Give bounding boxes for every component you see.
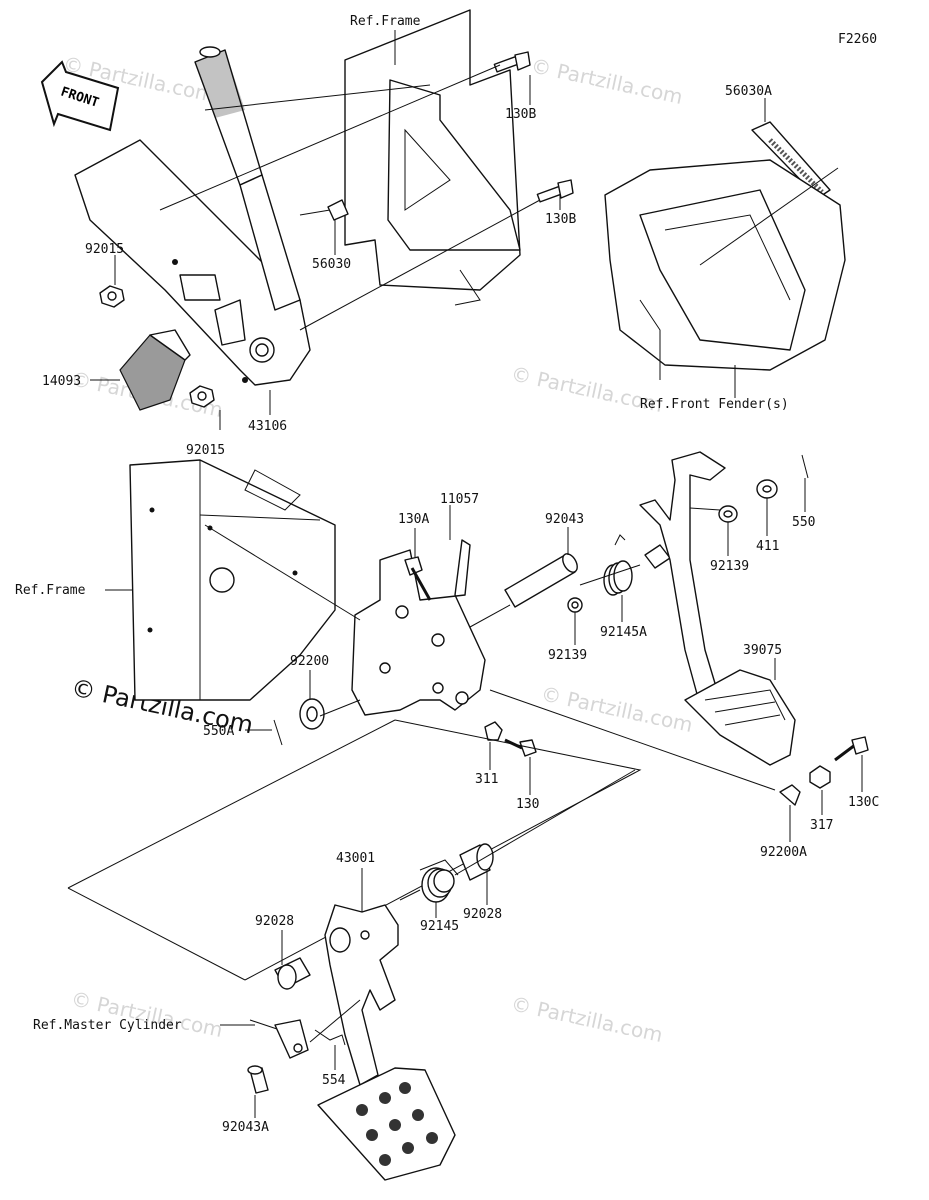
label-554[interactable]: 554 [322, 1073, 346, 1088]
frame-top-drawing [344, 9, 521, 306]
part-labels: Ref.Frame 130B 130B 56030A 56030 92015 1… [15, 14, 879, 1135]
leader-lines-top [90, 64, 839, 430]
spring-92145A-drawing [603, 534, 633, 596]
frame-left-drawing [129, 459, 336, 701]
label-39075[interactable]: 39075 [743, 643, 782, 658]
bolt-130C-drawing [834, 736, 869, 762]
bracket-11057-drawing [351, 539, 486, 716]
label-ref-frame-top[interactable]: Ref.Frame [350, 14, 421, 29]
label-92028-b[interactable]: 92028 [463, 907, 502, 922]
label-550[interactable]: 550 [792, 515, 815, 530]
parking-brake-lever-drawing [74, 46, 311, 386]
bolt-130A-drawing [404, 556, 432, 601]
front-fender-drawing [604, 159, 846, 380]
leader-lines-middle [105, 478, 863, 842]
label-ref-master-cylinder[interactable]: Ref.Master Cylinder [33, 1018, 182, 1033]
watermark-4: © Partzilla.com [539, 681, 695, 737]
watermark-5: © Partzilla.com [69, 986, 225, 1042]
spring-92145-drawing [419, 859, 459, 903]
label-92139-a[interactable]: 92139 [710, 559, 749, 574]
bolt-130B-a-drawing [493, 51, 531, 73]
label-411[interactable]: 411 [756, 539, 779, 554]
label-43001[interactable]: 43001 [336, 851, 375, 866]
master-cylinder-clevis-drawing [249, 1019, 309, 1059]
washer-92200-drawing [299, 698, 325, 730]
label-14093[interactable]: 14093 [42, 374, 81, 389]
pin-92043A-drawing [247, 1065, 269, 1094]
label-92145[interactable]: 92145 [420, 919, 459, 934]
label-92145A[interactable]: 92145A [600, 625, 647, 640]
label-92200[interactable]: 92200 [290, 654, 329, 669]
bushing-92028-a-drawing [274, 957, 311, 990]
label-130A[interactable]: 130A [398, 512, 429, 527]
washer-92139-a-drawing [718, 505, 738, 523]
brake-pedal-43001-drawing [317, 904, 456, 1181]
clip-554-drawing [314, 1029, 346, 1046]
pin-550A-drawing [273, 719, 283, 746]
diagram-code: F2260 [838, 32, 877, 47]
bolt-130B-b-drawing [536, 179, 574, 203]
nut-311-drawing [484, 721, 503, 741]
label-92043[interactable]: 92043 [545, 512, 584, 527]
leader-lines-bottom [220, 769, 636, 1118]
front-arrow-icon: FRONT [40, 60, 120, 132]
clip-92200A-drawing [779, 784, 801, 806]
label-92043A[interactable]: 92043A [222, 1120, 269, 1135]
label-56030A[interactable]: 56030A [725, 84, 772, 99]
watermark-2: © Partzilla.com [529, 53, 685, 109]
part-14093-drawing [119, 329, 191, 411]
washer-411-drawing [756, 479, 778, 499]
label-92015-a[interactable]: 92015 [85, 242, 124, 257]
label-43106[interactable]: 43106 [248, 419, 287, 434]
pin-550-drawing [801, 454, 809, 479]
label-92015-b[interactable]: 92015 [186, 443, 225, 458]
shaft-92043-drawing [504, 553, 578, 608]
label-550A[interactable]: 550A [203, 724, 234, 739]
clip-56030-drawing [327, 199, 349, 221]
nut-317-drawing [809, 765, 831, 789]
label-130B-a[interactable]: 130B [505, 107, 536, 122]
label-130C[interactable]: 130C [848, 795, 879, 810]
label-92139-b[interactable]: 92139 [548, 648, 587, 663]
label-92028-a[interactable]: 92028 [255, 914, 294, 929]
watermark-6: © Partzilla.com [509, 991, 665, 1047]
nut-92015-b-drawing [189, 385, 215, 408]
label-ref-front-fender[interactable]: Ref.Front Fender(s) [640, 397, 789, 412]
label-ref-frame-left[interactable]: Ref.Frame [15, 583, 86, 598]
label-311[interactable]: 311 [475, 772, 498, 787]
label-56030[interactable]: 56030 [312, 257, 351, 272]
accelerator-pedal-39075-drawing [639, 451, 796, 766]
label-130[interactable]: 130 [516, 797, 539, 812]
label-317[interactable]: 317 [810, 818, 833, 833]
label-11057[interactable]: 11057 [440, 492, 479, 507]
label-130B-b[interactable]: 130B [545, 212, 576, 227]
label-92200A[interactable]: 92200A [760, 845, 807, 860]
nut-92015-a-drawing [99, 285, 125, 308]
